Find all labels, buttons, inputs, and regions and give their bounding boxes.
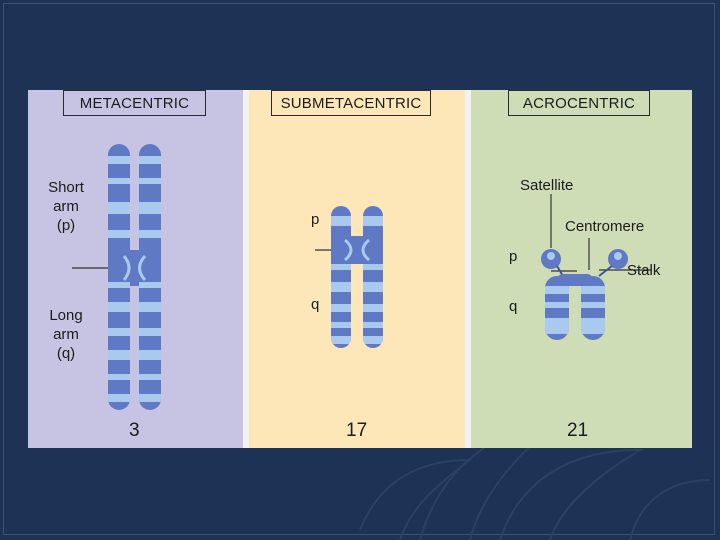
p-arm-label: p [509, 248, 518, 265]
metacentric-type-label: METACENTRIC [63, 90, 206, 116]
slide-frame [3, 3, 715, 535]
metacentric-chromosome-diagram [72, 144, 161, 410]
acrocentric-type-label: ACROCENTRIC [508, 90, 650, 116]
stalk-label: Stalk [627, 262, 661, 279]
submetacentric-chromosome-diagram [315, 206, 383, 348]
submetacentric-panel: SUBMETACENTRIC [249, 90, 465, 448]
satellite-label: Satellite [520, 177, 574, 194]
chromosome-types-figure: METACENTRIC [28, 90, 692, 448]
q-arm-label: q [509, 298, 518, 315]
p-arm-label: p [311, 211, 320, 228]
metacentric-panel: METACENTRIC [28, 90, 243, 448]
submetacentric-type-label: SUBMETACENTRIC [271, 90, 431, 116]
centromere-label: Centromere [565, 218, 645, 235]
q-arm-label: q [311, 296, 320, 313]
acrocentric-chromosome-diagram [541, 194, 651, 340]
chromosome-number-17: 17 [346, 420, 368, 441]
long-arm-label: Long arm (q) [49, 307, 83, 362]
chromosome-number-21: 21 [567, 420, 589, 441]
acrocentric-panel: ACROCENTRIC [471, 90, 692, 448]
chromosome-number-3: 3 [129, 420, 140, 441]
short-arm-label: Short arm (p) [48, 179, 84, 234]
